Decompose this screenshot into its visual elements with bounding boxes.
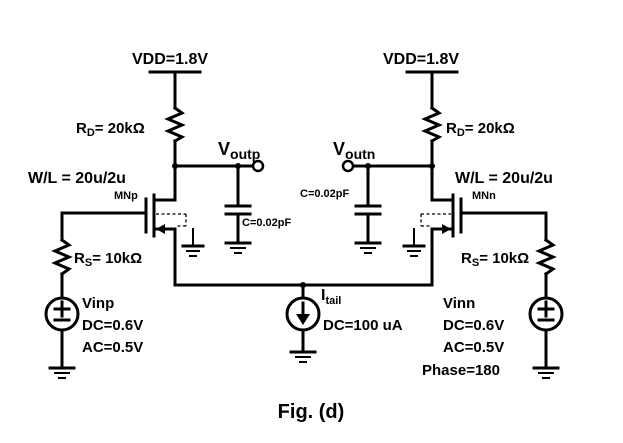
source-name-vinp: Vinp [82, 295, 114, 312]
output-terminal-vout-n [341, 159, 355, 173]
tail-current-source [173, 282, 434, 363]
nmos-transistor-mnp [144, 193, 187, 287]
rs-label-right: RS= 10kΩ [461, 250, 529, 269]
ground-icon [402, 228, 426, 257]
source-ac-right: AC=0.5V [443, 339, 504, 356]
transistor-label-mnp: MNp [114, 190, 138, 202]
ground-icon [181, 228, 205, 257]
rd-label-left: RD= 20kΩ [76, 120, 145, 139]
resistor-rs-left [51, 237, 73, 277]
cap-label-right: C=0.02pF [300, 188, 349, 200]
ground-icon [224, 241, 252, 254]
resistor-rd-right [421, 105, 443, 144]
transistor-label-mnn: MNn [472, 190, 496, 202]
vdd-label-right: VDD=1.8V [383, 51, 459, 68]
ground-icon [289, 350, 317, 363]
junction-dot [172, 163, 178, 169]
arrow-down-icon [296, 314, 310, 325]
source-ac-left: AC=0.5V [82, 339, 143, 356]
ground-icon [354, 241, 382, 254]
rs-label-left: RS= 10kΩ [74, 250, 142, 269]
ground-icon [532, 366, 560, 379]
right-branch [341, 70, 564, 379]
source-dc-left: DC=0.6V [82, 317, 143, 334]
vdd-label-left: VDD=1.8V [132, 51, 208, 68]
wl-label-left: W/L = 20u/2u [28, 170, 126, 187]
tail-label: Itail [321, 287, 341, 307]
wl-label-right: W/L = 20u/2u [455, 170, 553, 187]
voltage-source-vinp [44, 296, 80, 332]
vout-p-label: Voutp [218, 139, 260, 162]
resistor-rs-right [535, 237, 557, 277]
voltage-source-vinn [528, 296, 564, 332]
rd-label-right: RD= 20kΩ [446, 120, 515, 139]
source-phase-right: Phase=180 [422, 362, 500, 379]
tail-dc-label: DC=100 uA [323, 317, 403, 334]
source-dc-right: DC=0.6V [443, 317, 504, 334]
junction-dot [429, 163, 435, 169]
source-name-vinn: Vinn [443, 295, 475, 312]
nmos-transistor-mnn [420, 193, 463, 287]
vout-n-label: Voutn [333, 139, 375, 162]
left-branch [44, 70, 265, 379]
ground-icon [48, 366, 76, 379]
figure-caption: Fig. (d) [278, 401, 345, 423]
output-terminal-vout-p [251, 159, 265, 173]
cap-label-left: C=0.02pF [242, 217, 291, 229]
resistor-rd-left [164, 105, 186, 144]
